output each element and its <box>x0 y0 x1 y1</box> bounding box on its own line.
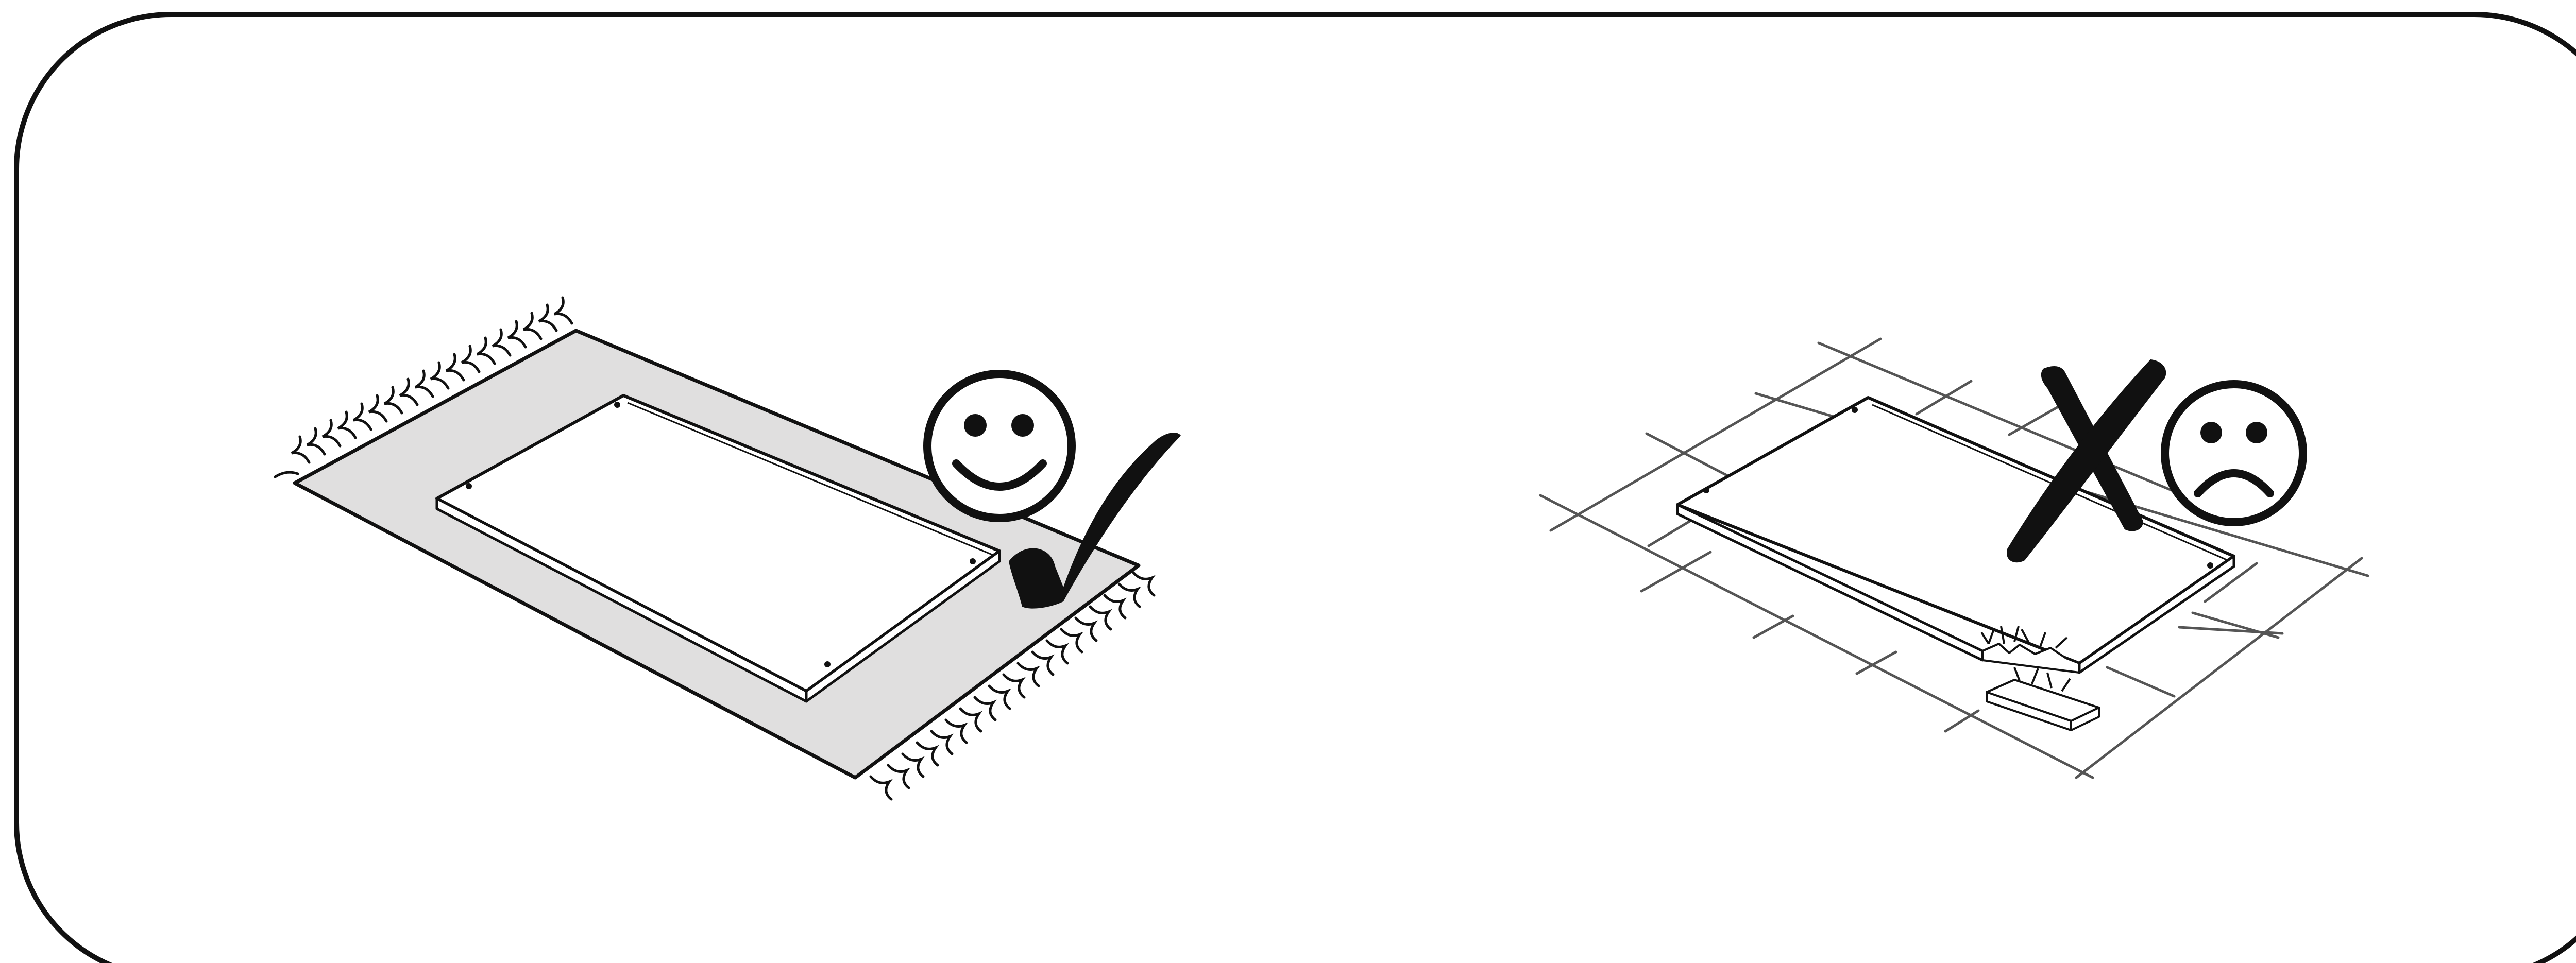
frame-border <box>14 12 2576 963</box>
correct-panel <box>274 296 1181 801</box>
incorrect-panel <box>1539 337 2369 779</box>
x-mark-icon <box>2006 359 2166 563</box>
sad-face-icon <box>2161 380 2307 526</box>
checkmark-icon <box>1009 433 1181 609</box>
board-panel <box>435 394 1001 703</box>
rug-fringe-right <box>869 571 1156 801</box>
smiley-face-icon <box>923 370 1076 522</box>
broken-corner <box>1980 626 2100 731</box>
rug-fringe-left <box>274 296 573 478</box>
board-panel <box>1676 396 2235 674</box>
